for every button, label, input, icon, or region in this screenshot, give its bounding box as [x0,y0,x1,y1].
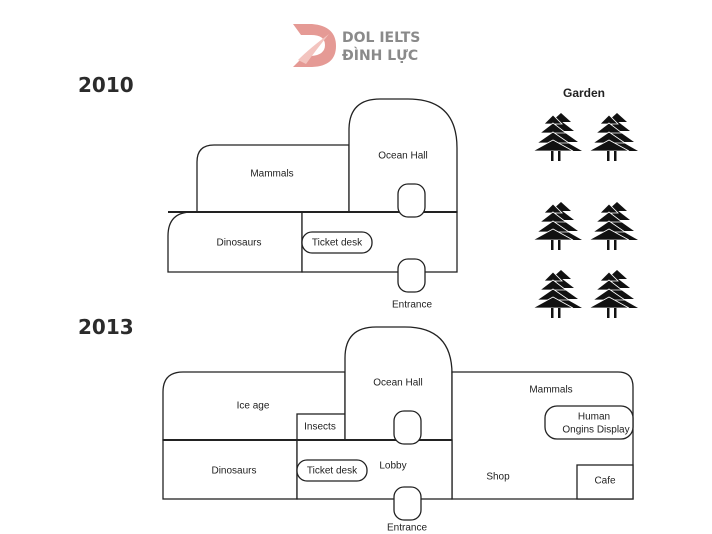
pine-tree-icon [588,270,638,318]
door-entrance-2013 [393,486,422,521]
label-human-origins-line1-2013: Human [578,412,610,423]
room-human-origins-2013 [544,405,634,440]
label-ice-age-2013: Ice age [237,401,270,412]
room-ocean-hall-2010 [348,98,458,213]
label-ticket-desk-2013: Ticket desk [307,466,358,477]
room-cafe-2013 [576,464,634,500]
year-2013-heading: 2013 [78,315,134,339]
label-mammals-2010: Mammals [250,169,293,180]
logo-line-2: ĐÌNH LỰC [342,47,418,64]
door-entrance-2010 [397,258,426,293]
brand-logo: DOL IELTS ĐÌNH LỰC [293,24,420,67]
label-entrance-2010: Entrance [392,300,432,311]
label-cafe-2013: Cafe [594,476,616,487]
garden-trees [532,113,638,318]
label-insects-2013: Insects [304,422,336,433]
label-ocean-hall-2010: Ocean Hall [378,151,427,162]
room-ocean-hall-2013 [344,326,453,441]
room-mammals-2010 [196,144,350,213]
pine-tree-icon [532,202,582,250]
label-ocean-hall-2013: Ocean Hall [373,378,422,389]
label-dinosaurs-2013: Dinosaurs [211,466,256,477]
garden-2010: Garden [532,86,638,318]
label-lobby-2013: Lobby [379,461,406,472]
ticket-desk-2013 [296,459,368,482]
room-dinosaurs-2013 [162,439,298,500]
year-2010-heading: 2010 [78,73,134,97]
plan-2013: Ice age Insects Ocean Hall Mammals Human… [162,326,634,534]
pine-tree-icon [588,202,638,250]
door-ocean-hall-2013 [393,410,422,445]
room-lobby-2013 [296,439,453,500]
label-entrance-2013: Entrance [387,523,427,534]
label-dinosaurs-2010: Dinosaurs [216,238,261,249]
pine-tree-icon [588,113,638,161]
logo-swoosh-icon [298,34,329,64]
label-garden: Garden [563,86,605,100]
pine-tree-icon [532,270,582,318]
label-mammals-2013: Mammals [529,385,572,396]
label-ticket-desk-2010: Ticket desk [312,238,363,249]
pine-tree-icon [532,113,582,161]
label-shop-2013: Shop [486,472,510,483]
label-human-origins-line2-2013: Ongins Display [562,425,629,436]
door-ocean-hall-2010 [397,183,426,218]
logo-line-1: DOL IELTS [342,30,420,46]
ticket-desk-2010 [301,231,373,254]
plan-2010: Mammals Ocean Hall Dinosaurs Ticket desk… [167,98,458,311]
